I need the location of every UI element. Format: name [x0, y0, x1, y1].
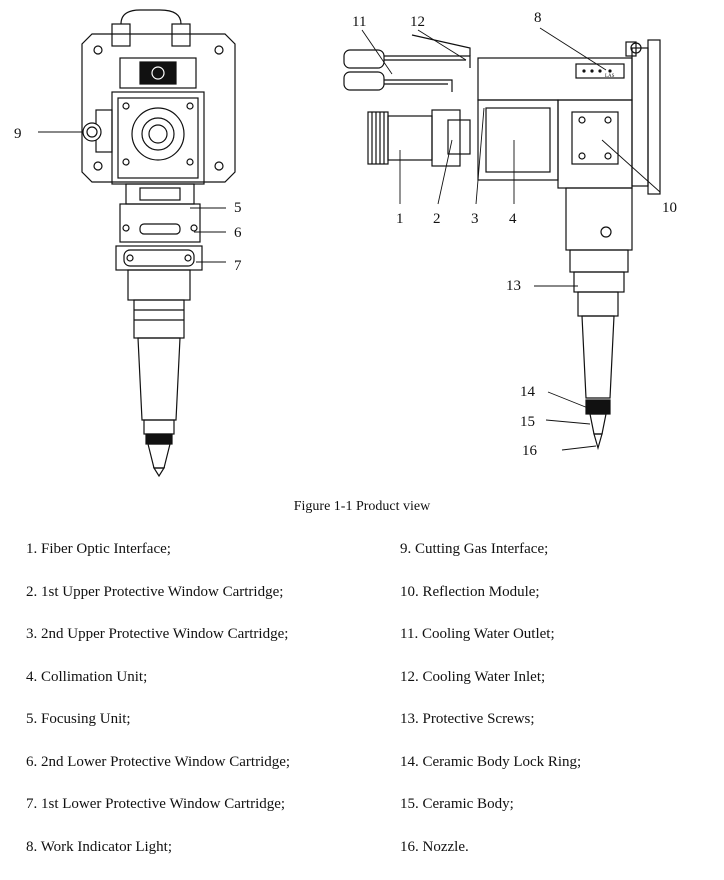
legend-item: 8. Work Indicator Light; [26, 838, 386, 880]
legend-item: 13. Protective Screws; [400, 710, 724, 753]
legend-item: 4. Collimation Unit; [26, 668, 386, 711]
legend-item: 12. Cooling Water Inlet; [400, 668, 724, 711]
legend-item: 14. Ceramic Body Lock Ring; [400, 753, 724, 796]
callout-15: 15 [520, 414, 535, 430]
callout-11: 11 [352, 14, 366, 30]
figure-caption: Figure 1-1 Product view [0, 499, 724, 515]
callout-5: 5 [234, 200, 242, 216]
callout-7: 7 [234, 258, 242, 274]
leader-lines [38, 28, 660, 450]
legend-item: 15. Ceramic Body; [400, 795, 724, 838]
legend-item: 11. Cooling Water Outlet; [400, 625, 724, 668]
legend-item: 3. 2nd Upper Protective Window Cartridge… [26, 625, 386, 668]
callout-labels: 9 5 6 7 11 12 8 1 2 3 4 10 13 14 15 16 [14, 10, 677, 459]
legend-item: 7. 1st Lower Protective Window Cartridge… [26, 795, 386, 838]
legend-item: 16. Nozzle. [400, 838, 724, 880]
callout-3: 3 [471, 211, 479, 227]
callout-9: 9 [14, 126, 22, 142]
indicator-led-label: LAS [605, 74, 615, 79]
callout-16: 16 [522, 443, 538, 459]
callout-4: 4 [509, 211, 517, 227]
legend-item: 9. Cutting Gas Interface; [400, 540, 724, 583]
legend-item: 2. 1st Upper Protective Window Cartridge… [26, 583, 386, 626]
product-view-figure: 9 5 6 7 11 12 8 1 2 3 4 10 13 14 15 16 L… [0, 0, 724, 490]
callout-8: 8 [534, 10, 542, 26]
side-view-drawing [344, 35, 660, 448]
front-view-drawing [82, 10, 235, 476]
callout-6: 6 [234, 225, 242, 241]
legend-item: 1. Fiber Optic Interface; [26, 540, 386, 583]
legend-item: 10. Reflection Module; [400, 583, 724, 626]
callout-12: 12 [410, 14, 425, 30]
legend-item: 5. Focusing Unit; [26, 710, 386, 753]
callout-13: 13 [506, 278, 521, 294]
callout-1: 1 [396, 211, 404, 227]
legend-right-column: 9. Cutting Gas Interface; 10. Reflection… [400, 540, 724, 880]
legend-left-column: 1. Fiber Optic Interface; 2. 1st Upper P… [26, 540, 386, 880]
legend-item: 6. 2nd Lower Protective Window Cartridge… [26, 753, 386, 796]
callout-14: 14 [520, 384, 536, 400]
callout-2: 2 [433, 211, 441, 227]
callout-10: 10 [662, 200, 677, 216]
